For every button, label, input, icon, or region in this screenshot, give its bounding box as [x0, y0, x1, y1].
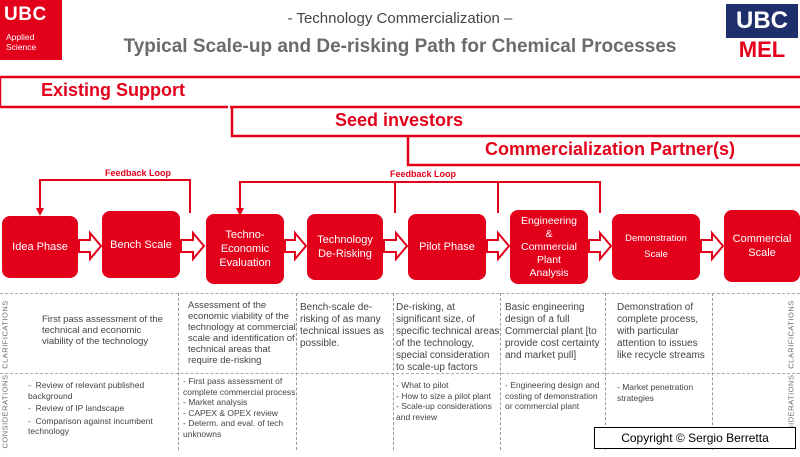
stage-commercial-scale: Commercial Scale: [724, 210, 800, 282]
column-divider: [500, 293, 501, 450]
stage-label: Commercial Scale: [732, 233, 792, 259]
considerations-engineering: - Engineering design and costing of demo…: [505, 380, 603, 412]
stage-label: Demonstration Scale: [625, 233, 687, 260]
clarification-de-risking: Bench-scale de-risking of as many techni…: [300, 302, 384, 349]
stage-label: Bench Scale: [110, 238, 172, 251]
flow-arrow: [284, 230, 308, 262]
stage-label: Pilot Phase: [419, 241, 475, 253]
stage-label: Technology De-Risking: [317, 234, 373, 260]
band-seed-investors-outline: [230, 105, 800, 138]
flow-arrow: [78, 230, 103, 262]
consideration-item: - Market analysis: [183, 397, 248, 407]
stage-pilot-phase: Pilot Phase: [408, 214, 486, 280]
consideration-item: - CAPEX & OPEX review: [183, 407, 278, 418]
consideration-item: - Comparison against incumbent technolog…: [28, 415, 153, 437]
stage-techno-economic-evaluation: Techno- Economic Evaluation: [206, 214, 284, 284]
column-divider: [393, 293, 394, 450]
column-divider: [605, 293, 606, 450]
ubc-applied-science-logo: UBC Applied Science: [0, 0, 62, 60]
band-commercialization-outline: [406, 134, 800, 167]
consideration-text: Review of IP landscape: [35, 403, 125, 413]
consideration-text: Review of relevant published background: [28, 380, 145, 401]
divider-top: [0, 293, 800, 294]
consideration-item: - Review of IP landscape: [28, 403, 125, 413]
flow-arrow: [383, 230, 409, 262]
consideration-item: - Review of relevant published backgroun…: [28, 380, 145, 401]
logo-left-line2: Science: [6, 41, 37, 52]
flow-arrow: [486, 230, 511, 262]
ubc-mel-logo: UBC MEL: [726, 4, 798, 62]
logo-left-line1: Applied: [6, 32, 35, 42]
consideration-text: Comparison against incumbent technology: [28, 415, 153, 437]
logo-right-bottom: MEL: [738, 37, 786, 62]
page-subtitle: - Technology Commercialization –: [287, 10, 513, 27]
page-title: Typical Scale-up and De-risking Path for…: [123, 36, 677, 57]
flow-arrow: [180, 230, 206, 262]
flow-arrow: [700, 230, 725, 262]
copyright-notice: Copyright © Sergio Berretta: [594, 427, 796, 449]
column-divider: [712, 293, 713, 450]
stage-engineering-commercial-plant-analysis: Engineering & Commercial Plant Analysis: [510, 210, 588, 284]
column-divider: [178, 293, 179, 450]
consideration-item: - Engineering design and costing of demo…: [505, 380, 600, 411]
band-existing-support-outline: [0, 75, 800, 109]
stage-demonstration-scale: Demonstration Scale: [612, 214, 700, 280]
clarification-engineering: Basic engineering design of a full Comme…: [505, 302, 600, 361]
consideration-item: - Scale-up considerations and review: [396, 401, 492, 422]
consideration-item: - What to pilot: [396, 380, 449, 390]
clarification-techno-economic: Assessment of the economic viability of …: [188, 300, 296, 366]
considerations-techno-economic: - First pass assessment of complete comm…: [183, 376, 296, 439]
clarification-pilot: De-risking, at significant size, of spec…: [396, 302, 500, 373]
stage-label: Idea Phase: [12, 241, 68, 253]
band-existing-support-label: Existing Support: [41, 80, 185, 100]
column-divider: [296, 293, 297, 450]
flow-arrow: [588, 230, 613, 262]
feedback-loop-1-line: [36, 179, 191, 216]
band-commercialization-label: Commercialization Partner(s): [484, 139, 736, 159]
stage-idea-phase: Idea Phase: [2, 216, 78, 278]
stage-label: Engineering & Commercial Plant Analysis: [520, 214, 578, 279]
considerations-idea-bench: - Review of relevant published backgroun…: [28, 380, 176, 437]
considerations-demonstration: - Market penetration strategies: [617, 382, 709, 403]
consideration-item: - How to size a pilot plant: [396, 390, 491, 401]
feedback-loop-1-label: Feedback Loop: [105, 168, 172, 178]
logo-right-top: UBC: [726, 4, 798, 38]
feedback-loop-2-label: Feedback Loop: [390, 169, 457, 179]
stage-technology-de-risking: Technology De-Risking: [307, 214, 383, 280]
logo-left-main: UBC: [4, 4, 47, 25]
stage-bench-scale: Bench Scale: [102, 211, 180, 278]
consideration-item: - First pass assessment of complete comm…: [183, 376, 296, 397]
considerations-pilot: - What to pilot - How to size a pilot pl…: [396, 380, 500, 422]
divider-middle: [0, 373, 800, 374]
band-seed-investors-label: Seed investors: [334, 110, 464, 130]
clarification-idea-bench: First pass assessment of the technical a…: [42, 314, 163, 347]
side-label-considerations-left: CONSIDERATIONS: [0, 374, 10, 449]
consideration-item: - Market penetration strategies: [617, 382, 694, 403]
stage-label: Techno- Economic Evaluation: [219, 229, 271, 269]
consideration-item: - Determ. and eval. of tech unknowns: [183, 418, 284, 439]
feedback-loop-2-line: [236, 181, 601, 216]
clarification-demonstration: Demonstration of complete process, with …: [617, 302, 705, 361]
